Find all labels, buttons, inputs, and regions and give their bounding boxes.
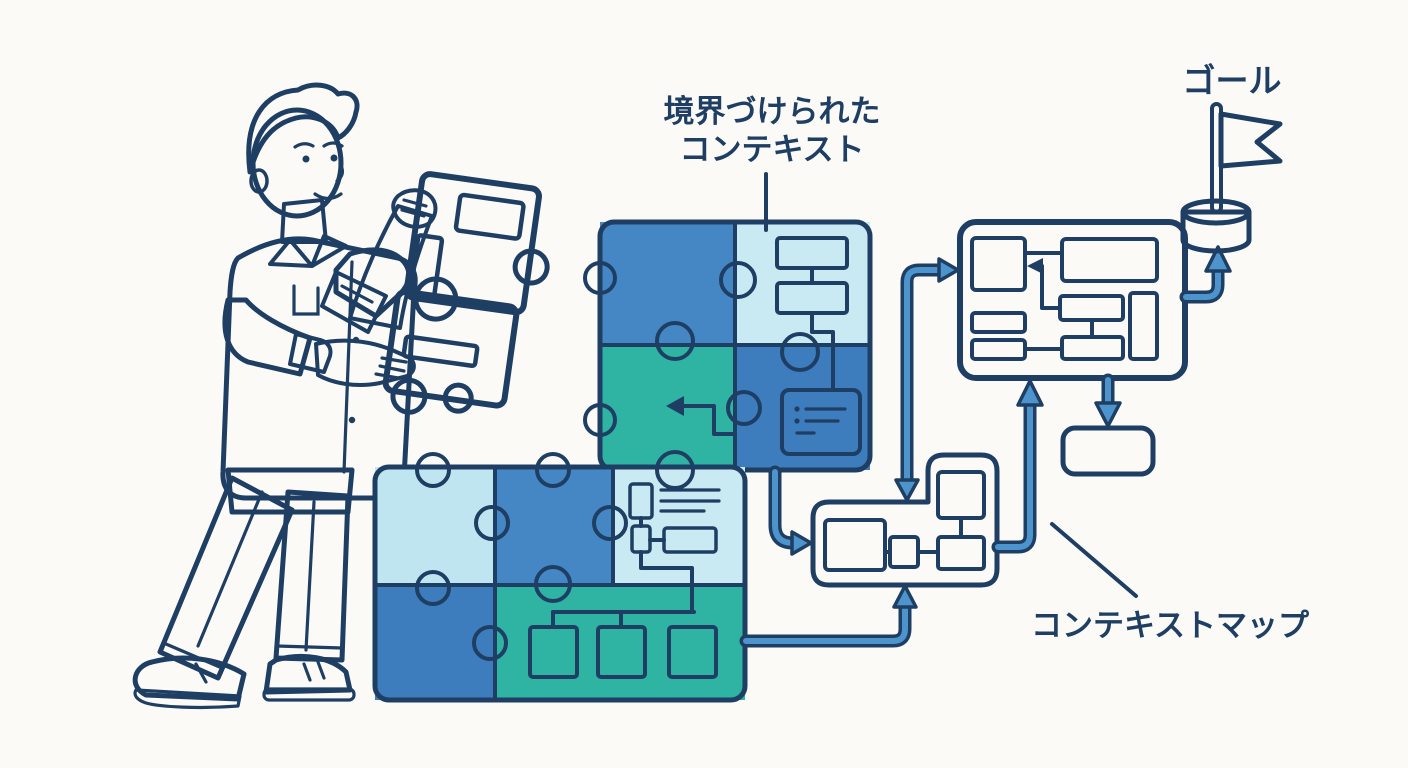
context-map-label: コンテキストマップ (1031, 608, 1310, 644)
held-puzzle-piece (382, 171, 550, 415)
puzzle-cluster-upper (583, 219, 873, 473)
person-right-shoe-sole (262, 687, 356, 702)
person-collar (310, 234, 348, 268)
puzzle-cluster-lower (372, 450, 748, 703)
goal-label: ゴール (1183, 61, 1282, 100)
person-left-forearm-hand (314, 338, 416, 387)
person-collar (268, 238, 314, 268)
flag-pennant (1218, 111, 1283, 169)
person-eye (302, 155, 310, 163)
person-nose (335, 162, 344, 183)
puzzle-piece-icon (403, 171, 542, 316)
flow-box (957, 219, 1188, 381)
person-hands (314, 188, 438, 387)
person-left-sleeve (222, 297, 313, 377)
flow-arrows (739, 245, 1232, 648)
bounded-context-label-line1: 境界づけられた (664, 94, 881, 130)
person-hair (246, 82, 360, 175)
bounded-context-label-line2: コンテキスト (679, 132, 864, 168)
person-right-shoe (263, 653, 353, 695)
person (132, 82, 434, 710)
person-left-cuff (288, 332, 333, 374)
person-right-hand (391, 188, 438, 229)
person-left-shoe (132, 655, 247, 702)
person-ear (249, 168, 269, 194)
labels: 境界づけられた コンテキスト ゴール コンテキストマップ (664, 61, 1311, 644)
context-map-container (810, 452, 1000, 588)
person-left-shoe-sole (133, 688, 242, 710)
person-eye (330, 154, 338, 162)
goal-flag-icon (1180, 102, 1283, 254)
document-card-icon (780, 388, 862, 456)
person-right-cuff (320, 270, 388, 334)
person-shirt-pocket (292, 284, 320, 316)
person-right-leg (273, 489, 351, 663)
result-node (1060, 425, 1156, 477)
person-smile (313, 192, 343, 201)
